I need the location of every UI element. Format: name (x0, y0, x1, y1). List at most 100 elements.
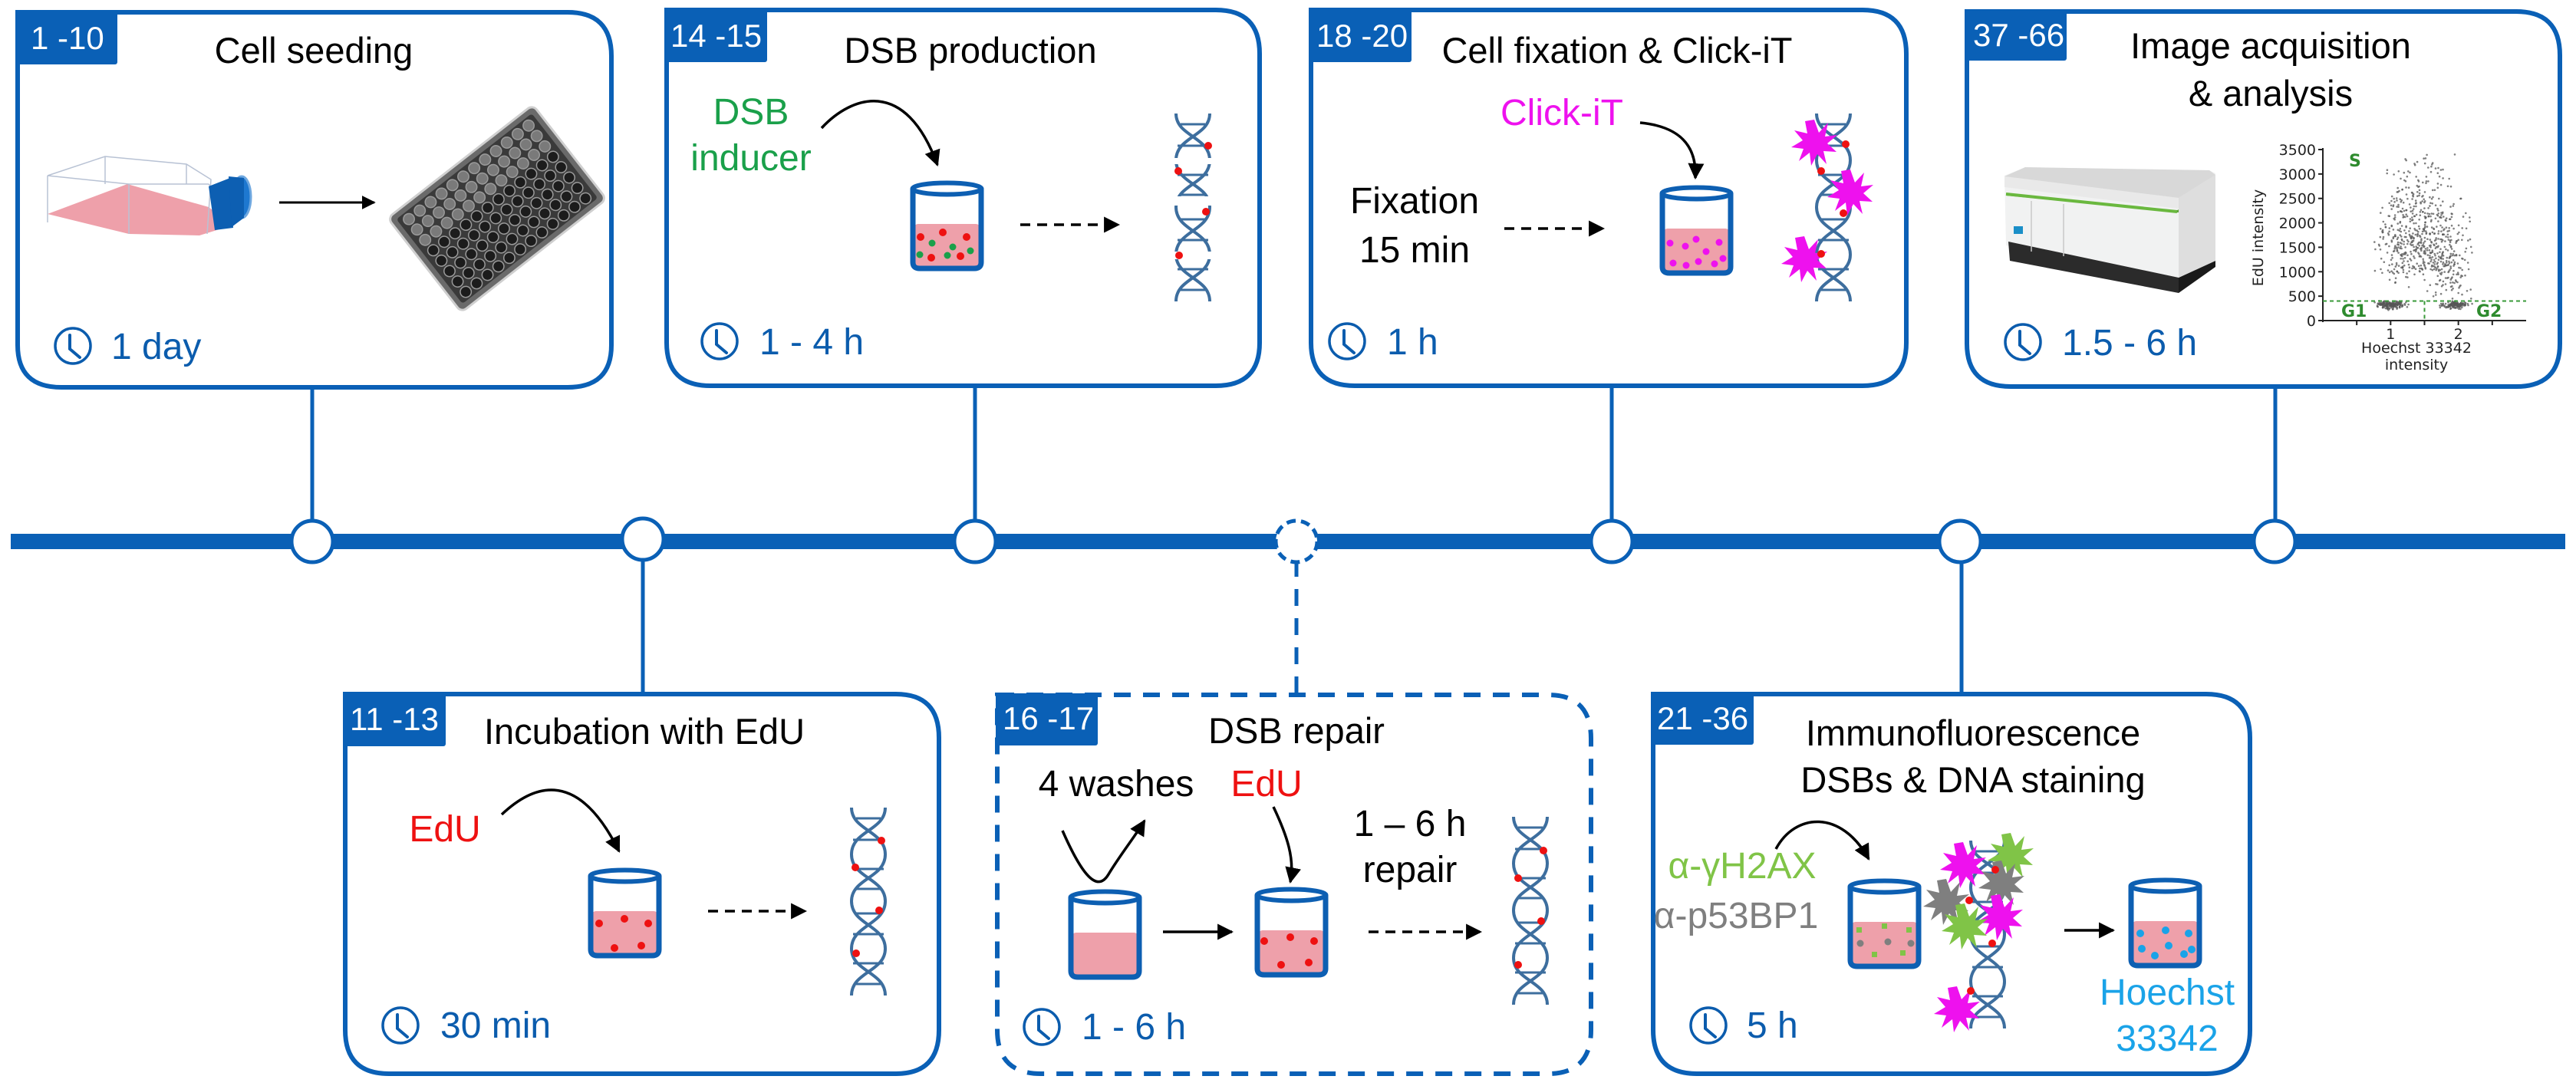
scatter-point (2436, 172, 2439, 174)
scatter-point (2447, 301, 2449, 304)
scatter-point (2425, 180, 2428, 183)
panel-image-acquisition[interactable]: 37 -66 Image acquisition & analysis 0500… (1965, 9, 2562, 389)
scatter-point (2423, 223, 2426, 226)
scatter-point (2458, 266, 2460, 269)
scatter-point (2431, 256, 2434, 258)
timeline-node-5[interactable] (1589, 518, 1635, 564)
panel-fixation-clickit[interactable]: 18 -20 Cell fixation & Click-iT Click-iT… (1309, 8, 1909, 388)
panel-incubation-edu[interactable]: 11 -13 Incubation with EdU EdU 30 min (343, 692, 941, 1076)
scatter-point (2423, 216, 2426, 218)
scatter-point (2390, 195, 2393, 198)
scatter-point (2446, 236, 2449, 239)
timeline-node-2[interactable] (620, 516, 666, 562)
scatter-point (2387, 233, 2390, 236)
scatter-point (2396, 186, 2399, 189)
panel-dsb-repair[interactable]: 16 -17 DSB repair 4 washes EdU 1 – 6 h r… (995, 693, 1593, 1076)
scatter-point (2390, 239, 2393, 242)
well (476, 239, 489, 252)
scatter-point (2399, 198, 2402, 201)
scatter-point (2395, 300, 2398, 303)
scatter-point (2407, 286, 2410, 288)
scatter-point (2396, 241, 2400, 244)
scatter-point (2439, 292, 2443, 295)
scatter-point (2439, 260, 2443, 263)
scatter-point (2451, 276, 2453, 278)
panel-title-line2: & analysis (2189, 73, 2353, 114)
panel-immunofluorescence[interactable]: 21 -36 Immunofluorescence DSBs & DNA sta… (1651, 692, 2252, 1076)
scatter-point (2462, 302, 2465, 305)
scatter-point (2464, 274, 2466, 277)
scatter-point (2388, 308, 2391, 310)
scatter-point (2452, 259, 2455, 262)
scatter-point (2439, 183, 2443, 186)
panel-cell-seeding[interactable]: 1 -10 Cell seeding (15, 10, 614, 390)
timeline-node-4-dashed[interactable] (1273, 518, 1319, 564)
scatter-point (2446, 277, 2449, 279)
scatter-point (2432, 295, 2435, 298)
scatter-point (2418, 241, 2420, 244)
scatter-point (2435, 245, 2438, 248)
scatter-point (2434, 217, 2437, 220)
scatter-point (2413, 249, 2415, 252)
scatter-point (2429, 255, 2431, 257)
scatter-point (2433, 239, 2436, 242)
timeline-node-3[interactable] (952, 518, 998, 564)
scatter-point (2417, 179, 2420, 182)
scatter-point (2449, 265, 2452, 268)
scatter-point (2394, 265, 2397, 268)
scatter-point (2409, 171, 2411, 174)
scatter-point (2380, 268, 2382, 271)
scatter-point (2378, 245, 2380, 247)
scatter-point (2416, 232, 2419, 235)
scatter-point (2437, 212, 2440, 215)
scatter-point (2442, 168, 2444, 171)
scatter-point (2402, 214, 2404, 216)
well (516, 224, 529, 237)
scatter-point (2426, 249, 2429, 252)
scatter-point (2397, 243, 2400, 246)
scatter-point (2420, 238, 2423, 240)
scatter-point (2395, 262, 2398, 265)
scatter-point (2451, 300, 2454, 303)
scatter-point (2420, 248, 2422, 250)
step-badge (1652, 693, 1754, 745)
scatter-point (2465, 227, 2468, 230)
timeline-node-1[interactable] (289, 518, 335, 564)
scatter-point (2443, 304, 2446, 307)
duration: 1 - 6 h (1082, 1007, 1186, 1048)
timeline-node-6[interactable] (1937, 518, 1983, 564)
scatter-point (2437, 209, 2439, 212)
scatter-point (2418, 192, 2421, 195)
scatter-point (2442, 200, 2444, 203)
well (506, 166, 519, 179)
scatter-point (2380, 304, 2383, 306)
antibody-h2ax: α-γH2AX (1668, 846, 1816, 887)
scatter-point (2434, 291, 2437, 294)
scatter-point (2459, 267, 2462, 269)
well (433, 206, 445, 219)
scatter-point (2445, 288, 2448, 291)
scatter-point (2461, 239, 2463, 242)
panel-dsb-production[interactable]: 14 -15 DSB production DSB inducer 1 - 4 … (664, 8, 1262, 388)
timeline-node-7[interactable] (2252, 518, 2298, 564)
scatter-point (2419, 235, 2421, 237)
reagent-label: inducer (690, 138, 811, 179)
step-badge (16, 11, 117, 64)
scatter-point (2439, 204, 2442, 207)
well (481, 268, 494, 281)
scatter-point (2409, 258, 2411, 260)
scatter-point (2433, 268, 2436, 271)
well (498, 155, 511, 168)
scatter-point (2407, 263, 2410, 266)
scatter-point (2402, 271, 2405, 274)
stain-label-number: 33342 (2116, 1019, 2218, 1059)
well (568, 200, 581, 213)
scatter-point (2410, 206, 2412, 209)
scatter-point (2413, 237, 2415, 240)
duration: 1 - 4 h (759, 322, 864, 363)
scatter-point (2411, 212, 2414, 215)
scatter-point (2406, 272, 2408, 275)
scatter-point (2410, 210, 2412, 213)
scatter-point (2423, 252, 2426, 255)
